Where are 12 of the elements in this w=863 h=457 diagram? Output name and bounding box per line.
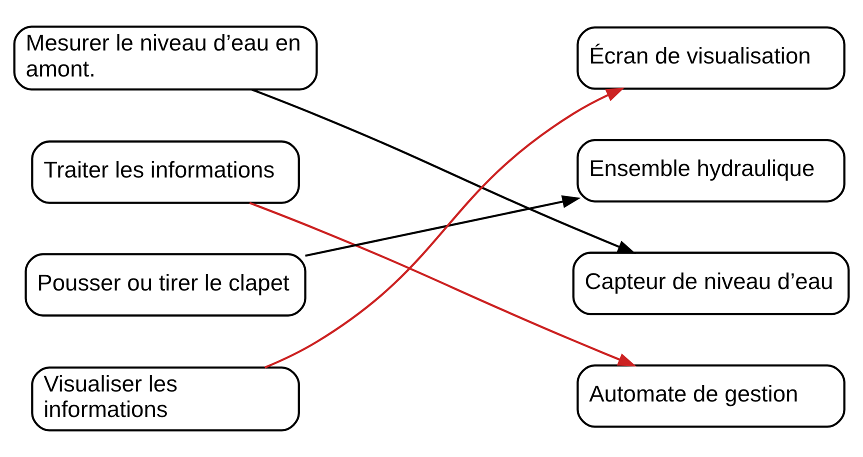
arrow [264, 88, 625, 368]
node-box: Automate de gestion [576, 364, 846, 428]
node-box: Pousser ou tirer le clapet [24, 253, 306, 317]
node-box: Écran de visualisation [576, 26, 846, 90]
node-box: Ensemble hydraulique [576, 139, 846, 202]
arrow [305, 195, 581, 257]
node-box: Capteur de niveau d’eau [572, 252, 850, 316]
arrow [249, 202, 636, 367]
node-box: Visualiser les informations [31, 366, 300, 432]
node-box: Traiter les informations [31, 140, 300, 204]
node-box: Mesurer le niveau d’eau en amont. [13, 26, 318, 91]
arrow [251, 88, 636, 254]
